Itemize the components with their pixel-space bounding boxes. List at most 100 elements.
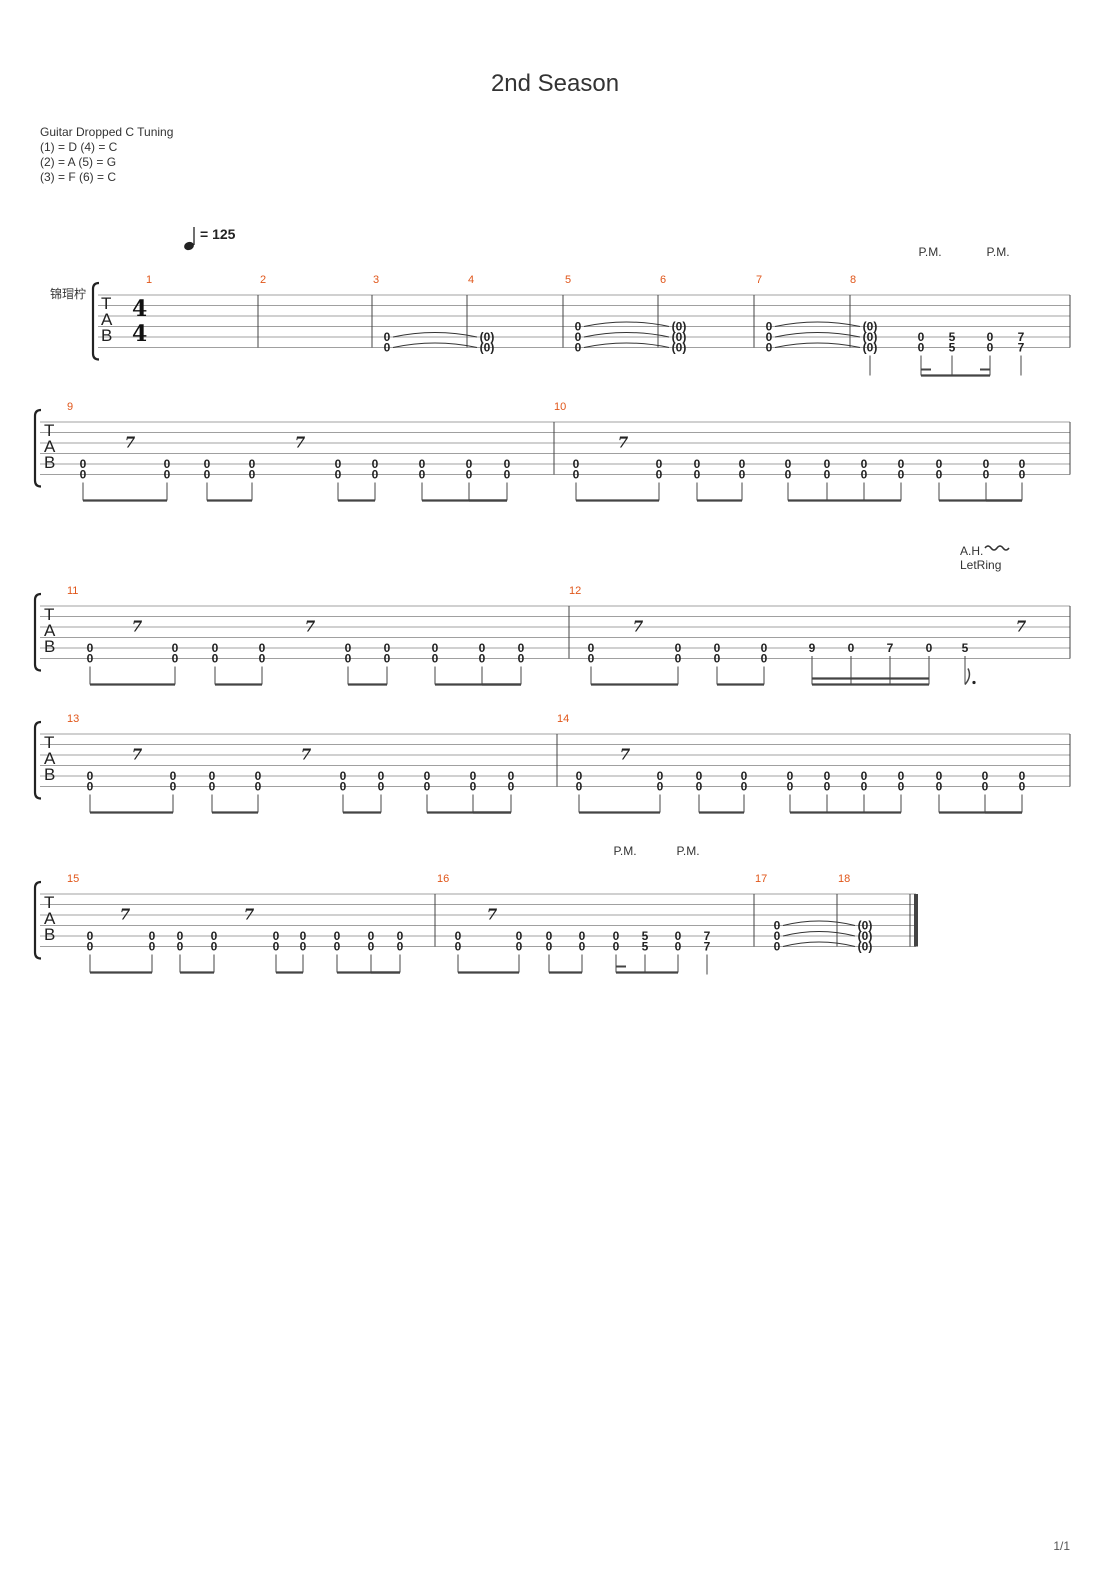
fret-number: 7 xyxy=(1018,330,1025,344)
tie-arc xyxy=(774,321,861,327)
rest-symbol: 7 xyxy=(1016,618,1027,636)
measure-number: 7 xyxy=(756,274,762,286)
fret-number: 0 xyxy=(345,641,352,655)
tie-arc xyxy=(392,342,478,348)
fret-number: 0 xyxy=(340,780,347,794)
fret-number: 0 xyxy=(987,341,994,355)
fret-number: 7 xyxy=(1018,341,1025,355)
fret-number: 0 xyxy=(983,457,990,471)
fret-number: 0 xyxy=(424,769,431,783)
fret-number: 0 xyxy=(212,641,219,655)
rest-symbol: 7 xyxy=(132,618,143,636)
fret-number: 0 xyxy=(466,457,473,471)
quarter-note-icon xyxy=(184,241,194,251)
measure-number: 18 xyxy=(838,873,850,885)
tie-arc xyxy=(583,342,670,348)
fret-number: 0 xyxy=(80,457,87,471)
rest-symbol: 7 xyxy=(618,434,629,452)
fret-number: 0 xyxy=(613,929,620,943)
measure-number: 16 xyxy=(437,873,449,885)
fret-number: 0 xyxy=(546,940,553,954)
fret-number: 0 xyxy=(508,769,515,783)
fret-number: 0 xyxy=(172,641,179,655)
fret-number: 7 xyxy=(887,641,894,655)
fret-number: 0 xyxy=(384,341,391,355)
track-name: 锦瑁柠 xyxy=(50,286,86,301)
fret-number: 0 xyxy=(739,457,746,471)
fret-number: 0 xyxy=(675,929,682,943)
system-bracket xyxy=(33,720,42,800)
ghost-note: (0) xyxy=(863,341,878,355)
tab-letter: T xyxy=(44,733,54,752)
fret-number: 0 xyxy=(1019,468,1026,482)
fret-number: 0 xyxy=(613,940,620,954)
ghost-note: (0) xyxy=(672,320,687,334)
fret-number: 0 xyxy=(787,769,794,783)
fret-number: 0 xyxy=(675,641,682,655)
rest-symbol: 7 xyxy=(244,906,255,924)
fret-number: 0 xyxy=(209,769,216,783)
fret-number: 0 xyxy=(345,652,352,666)
fret-number: 0 xyxy=(694,457,701,471)
fret-number: 0 xyxy=(785,457,792,471)
tuning-heading: Guitar Dropped C Tuning xyxy=(40,125,174,139)
fret-number: 0 xyxy=(164,468,171,482)
fret-number: 0 xyxy=(848,641,855,655)
palm-mute-label: P.M. xyxy=(613,844,636,858)
fret-number: 0 xyxy=(432,652,439,666)
fret-number: 0 xyxy=(273,929,280,943)
fret-number: 0 xyxy=(579,929,586,943)
fret-number: 0 xyxy=(696,769,703,783)
fret-number: 0 xyxy=(300,929,307,943)
tab-letter: A xyxy=(44,437,56,456)
fret-number: 0 xyxy=(575,320,582,334)
measure-number: 15 xyxy=(67,873,79,885)
page-number: 1/1 xyxy=(1053,1539,1070,1553)
rest-symbol: 7 xyxy=(132,746,143,764)
fret-number: 0 xyxy=(918,341,925,355)
fret-number: 0 xyxy=(898,780,905,794)
fret-number: 0 xyxy=(80,468,87,482)
fret-number: 0 xyxy=(898,457,905,471)
fret-number: 0 xyxy=(936,769,943,783)
time-signature-bottom: 4 xyxy=(132,321,147,347)
fret-number: 0 xyxy=(384,330,391,344)
tie-arc xyxy=(782,941,856,947)
fret-number: 0 xyxy=(149,940,156,954)
measure-number: 1 xyxy=(146,274,152,286)
fret-number: 0 xyxy=(516,929,523,943)
fret-number: 0 xyxy=(657,780,664,794)
measure-number: 12 xyxy=(569,585,581,597)
fret-number: 0 xyxy=(982,780,989,794)
rest-symbol: 7 xyxy=(487,906,498,924)
fret-number: 0 xyxy=(368,940,375,954)
fret-number: 0 xyxy=(573,468,580,482)
system-bracket xyxy=(33,592,42,672)
fret-number: 7 xyxy=(704,940,711,954)
fret-number: 5 xyxy=(949,341,956,355)
fret-number: 5 xyxy=(949,330,956,344)
ghost-note: (0) xyxy=(672,341,687,355)
fret-number: 0 xyxy=(1019,780,1026,794)
fret-number: 0 xyxy=(675,652,682,666)
measure-number: 10 xyxy=(554,401,566,413)
palm-mute-label: P.M. xyxy=(986,245,1009,259)
fret-number: 0 xyxy=(335,468,342,482)
fret-number: 0 xyxy=(470,769,477,783)
fret-number: 0 xyxy=(212,652,219,666)
fret-number: 0 xyxy=(479,652,486,666)
fret-number: 5 xyxy=(642,929,649,943)
fret-number: 0 xyxy=(87,940,94,954)
fret-number: 0 xyxy=(824,780,831,794)
tab-letter: B xyxy=(44,925,55,944)
ghost-note: (0) xyxy=(858,919,873,933)
fret-number: 0 xyxy=(273,940,280,954)
fret-number: 0 xyxy=(372,457,379,471)
fret-number: 5 xyxy=(962,641,969,655)
fret-number: 0 xyxy=(508,780,515,794)
fret-number: 0 xyxy=(249,468,256,482)
fret-number: 0 xyxy=(87,929,94,943)
fret-number: 0 xyxy=(579,940,586,954)
fret-number: 0 xyxy=(576,769,583,783)
measure-number: 6 xyxy=(660,274,666,286)
